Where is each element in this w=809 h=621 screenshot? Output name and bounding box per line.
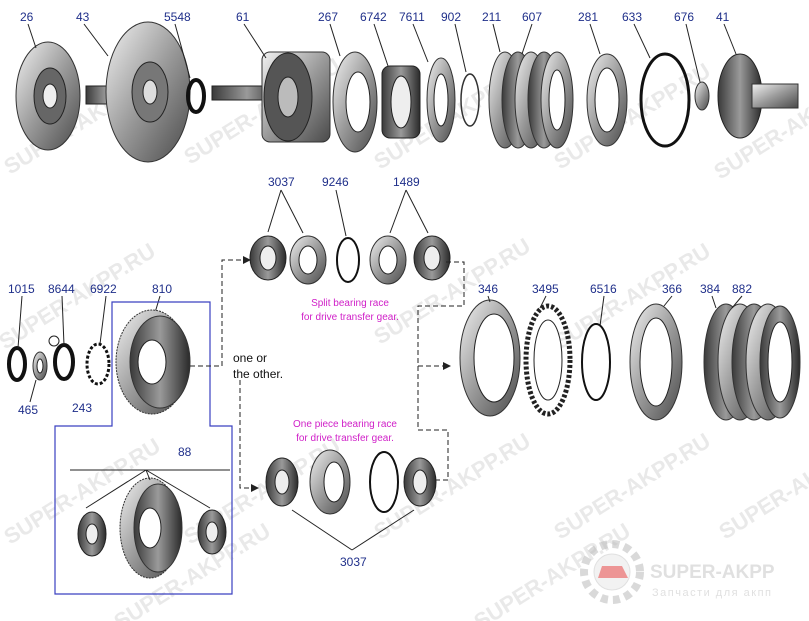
logo-tagline: Запчасти для акпп [652,587,773,599]
part-label: 6922 [90,282,117,296]
part-label: 607 [522,10,542,24]
svg-text:SUPER-AKPP.RU: SUPER-AKPP.RU [549,428,714,544]
part-label: 43 [76,10,90,24]
part-label: 882 [732,282,752,296]
seal-5548 [186,78,206,114]
mid-top-leaders [267,189,429,237]
part-label: 384 [700,282,720,296]
shaft-drum-61 [211,51,331,143]
part-label: 7611 [399,10,425,24]
assembly-label: 88 [178,445,192,459]
part-label: 41 [716,10,730,24]
one-piece-race-option [265,449,437,515]
part-label: 1015 [8,282,35,296]
clutch-pack-211-607 [488,51,574,149]
part-label: 810 [152,282,172,296]
part-label: 9246 [322,175,349,189]
choice-arrows [190,256,465,492]
left-small-parts [7,335,111,386]
assembly-88-parts [77,477,227,579]
snap-ring-902 [460,73,480,127]
split-race-note: Split bearing race [311,298,389,309]
part-label: 211 [482,10,501,24]
snap-ring-633 [639,52,691,148]
part-label: 465 [18,403,38,417]
part-label: 267 [318,10,338,24]
gear-shaft-41 [717,53,799,139]
part-label: 6516 [590,282,617,296]
assembly-frame [54,301,233,595]
part-label: 3495 [532,282,559,296]
split-race-option [249,235,451,285]
right-leaders [487,295,743,327]
svg-text:SUPER-AKPP.RU: SUPER-AKPP.RU [714,428,809,544]
part-label: 281 [578,10,598,24]
pump-cover-26 [15,41,81,151]
part-label: 8644 [48,282,75,296]
plate-7611 [426,57,456,143]
assembly-88-leaders [70,469,230,509]
bearing-6742 [381,65,421,139]
part-label: 346 [478,282,498,296]
gear-icon [580,540,644,604]
part-label: 676 [674,10,694,24]
part-label: 1489 [393,175,420,189]
part-label: 6742 [360,10,387,24]
plate-281 [586,53,628,147]
part-label: 366 [662,282,682,296]
part-label: 633 [622,10,642,24]
logo-name: SUPER-AKPP [650,562,775,583]
one-piece-race-note: for drive transfer gear. [296,433,394,444]
split-race-note: for drive transfer gear. [301,312,399,323]
part-label: 3037 [340,555,367,569]
transfer-gear-810 [115,309,191,415]
svg-text:SUPER-AKPP.RU: SUPER-AKPP.RU [369,428,534,544]
svg-text:SUPER-AKPP.RU: SUPER-AKPP.RU [549,58,714,174]
piston-267 [332,51,378,153]
bottom-leaders [291,509,415,551]
top-leaders [27,23,737,83]
part-label: 902 [441,10,461,24]
brand-logo: SUPER-AKPP Запчасти для акпп [580,540,775,604]
right-parts [459,299,801,421]
pump-body-43 [85,21,191,163]
top-labels: 26 43 5548 61 267 6742 7611 902 211 607 … [20,10,730,24]
part-label: 61 [236,10,250,24]
choice-note: one or [233,351,267,365]
one-piece-race-note: One piece bearing race [293,419,397,430]
part-label: 243 [72,401,92,415]
part-label: 3037 [268,175,295,189]
part-label: 5548 [164,10,191,24]
washer-676 [694,81,710,111]
car-icon [598,566,628,578]
part-label: 26 [20,10,34,24]
left-leaders [17,295,161,403]
choice-note: the other. [233,367,283,381]
